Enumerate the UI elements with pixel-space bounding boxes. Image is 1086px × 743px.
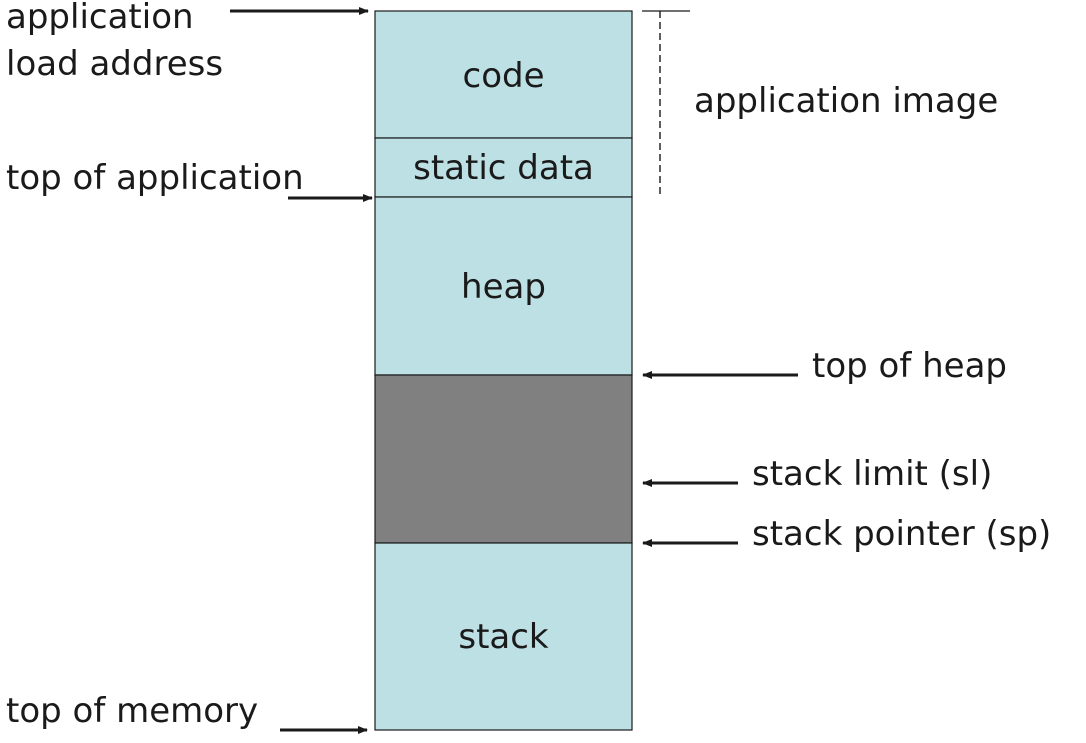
stack-pointer-label: stack pointer (sp) — [752, 514, 1052, 554]
stack-segment-label: stack — [458, 617, 549, 657]
free-memory-segment — [374, 374, 633, 544]
stack-segment — [374, 542, 633, 731]
top-of-heap-label: top of heap — [812, 346, 1007, 386]
top-of-memory-label: top of memory — [6, 691, 259, 731]
heap-segment-label: heap — [461, 267, 546, 307]
code-segment-label: code — [462, 56, 545, 96]
code-segment — [374, 10, 633, 139]
top-of-application-label: top of application — [6, 158, 304, 198]
static-data-segment — [374, 137, 633, 198]
heap-segment — [374, 196, 633, 376]
application-image-label: application image — [694, 81, 999, 121]
load-address-label-line1: application — [6, 0, 194, 37]
static-data-segment-label: static data — [413, 148, 594, 188]
load-address-label-line2: load address — [6, 44, 224, 84]
stack-limit-label: stack limit (sl) — [752, 454, 993, 494]
